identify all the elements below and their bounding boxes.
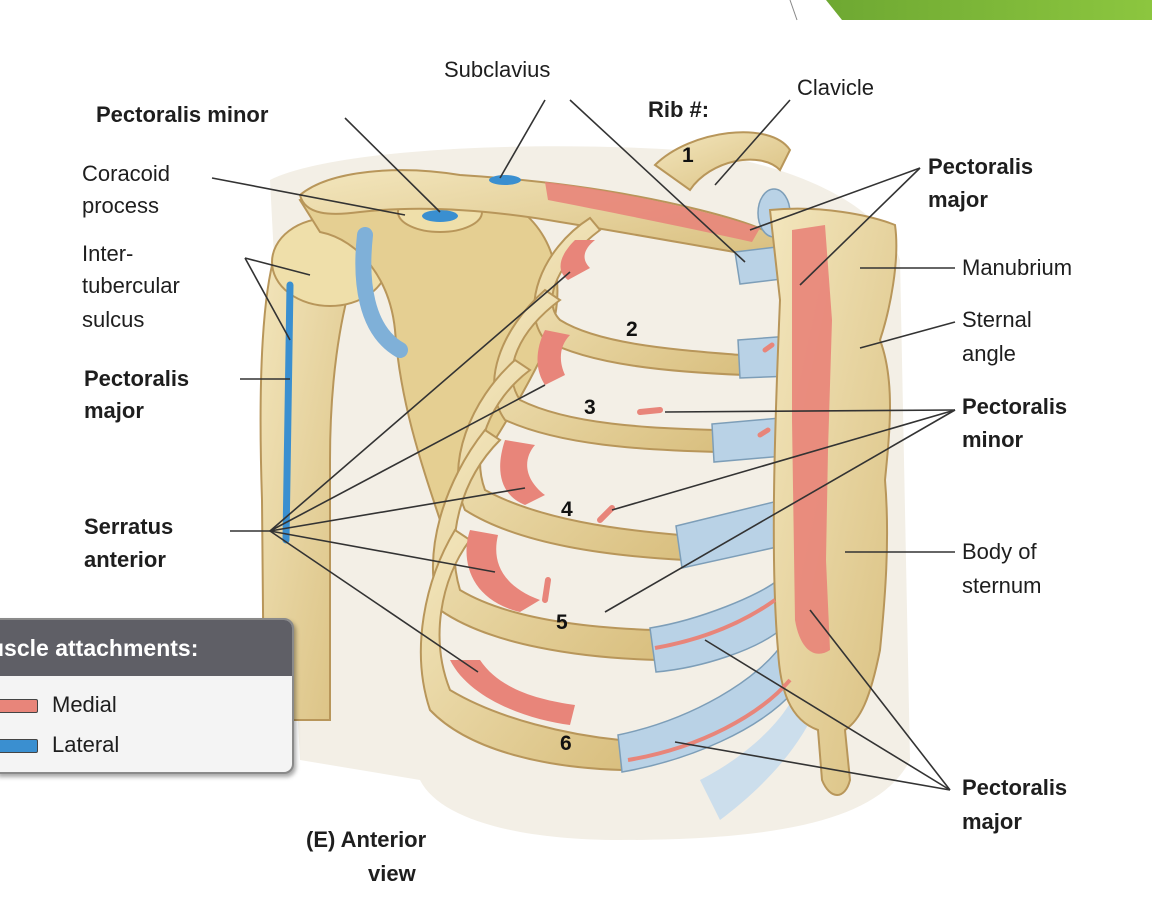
label-pectoralis-major-left-line1: Pectoralis [84, 366, 190, 391]
label-body-of-sternum-line2: sternum [962, 573, 1042, 598]
label-serratus-line2: anterior [84, 547, 166, 572]
label-view-line2: view [368, 861, 416, 886]
legend-title: uscle attachments: [0, 620, 292, 676]
legend-swatch-medial [0, 699, 38, 713]
medial-attachment-rib-5 [466, 530, 540, 612]
medial-attachment-sternum [792, 225, 832, 654]
label-intertubercular-line1: Inter- [82, 241, 134, 266]
label-pectoralis-major-bottom-line1: Pectoralis [962, 775, 1068, 800]
rib-label-6: 6 [560, 732, 572, 755]
label-pectoralis-minor-right-line2: minor [962, 427, 1024, 452]
label-rib-number: Rib #: [648, 97, 710, 122]
label-sternal-angle-line2: angle [962, 341, 1016, 366]
rib-label-5: 5 [556, 611, 568, 634]
label-view-line1: (E) Anterior [306, 827, 427, 852]
legend-swatch-lateral [0, 739, 38, 753]
costal-cartilages [617, 245, 820, 820]
rib-label-3: 3 [584, 396, 596, 419]
lateral-attachment-coracoid [422, 210, 458, 222]
label-pectoralis-major-bottom-line2: major [962, 809, 1022, 834]
legend-label-lateral: Lateral [52, 732, 120, 757]
lateral-attachment-clavicle [489, 175, 521, 185]
label-pectoralis-minor-right-line1: Pectoralis [962, 394, 1068, 419]
label-intertubercular-line2: tubercular [82, 273, 180, 298]
label-sternal-angle-line1: Sternal [962, 307, 1032, 332]
label-coracoid-line2: process [82, 193, 160, 218]
pectoralis-minor-attachments [542, 342, 792, 762]
lateral-attachment-humerus [282, 281, 294, 544]
slide-divider-line [789, 0, 798, 21]
label-subclavius: Subclavius [444, 57, 551, 82]
label-body-of-sternum-line1: Body of [962, 539, 1037, 564]
rib-label-2: 2 [626, 318, 638, 341]
label-pectoralis-minor-top: Pectoralis minor [96, 102, 269, 127]
label-pectoralis-major-topright-line1: Pectoralis [928, 154, 1034, 179]
medial-attachment-rib-6 [450, 660, 575, 725]
label-manubrium: Manubrium [962, 255, 1073, 280]
label-intertubercular-line3: sulcus [82, 307, 145, 332]
rib-label-1: 1 [682, 144, 694, 167]
glenoid-cartilage [355, 227, 408, 358]
label-pectoralis-major-left-line2: major [84, 398, 144, 423]
leader-lines [211, 99, 956, 791]
serratus-attachments [450, 240, 595, 725]
cartilage-rib-3 [711, 417, 785, 463]
label-pectoralis-major-topright-line2: major [928, 187, 988, 212]
rib-label-4: 4 [561, 498, 573, 521]
medial-attachment-rib-3 [537, 330, 570, 385]
medial-attachment-rib-4 [500, 440, 545, 505]
medial-attachment-rib-2 [560, 240, 595, 280]
muscle-attachments-legend: uscle attachments: Medial Lateral [0, 618, 294, 774]
legend-label-medial: Medial [52, 692, 117, 717]
label-coracoid-line1: Coracoid [82, 161, 171, 186]
slide-accent-bar [826, 0, 1152, 20]
label-clavicle: Clavicle [797, 75, 875, 100]
lower-cartilage [700, 680, 820, 820]
label-serratus-line1: Serratus [84, 514, 174, 539]
rib-1-bone [653, 131, 792, 192]
